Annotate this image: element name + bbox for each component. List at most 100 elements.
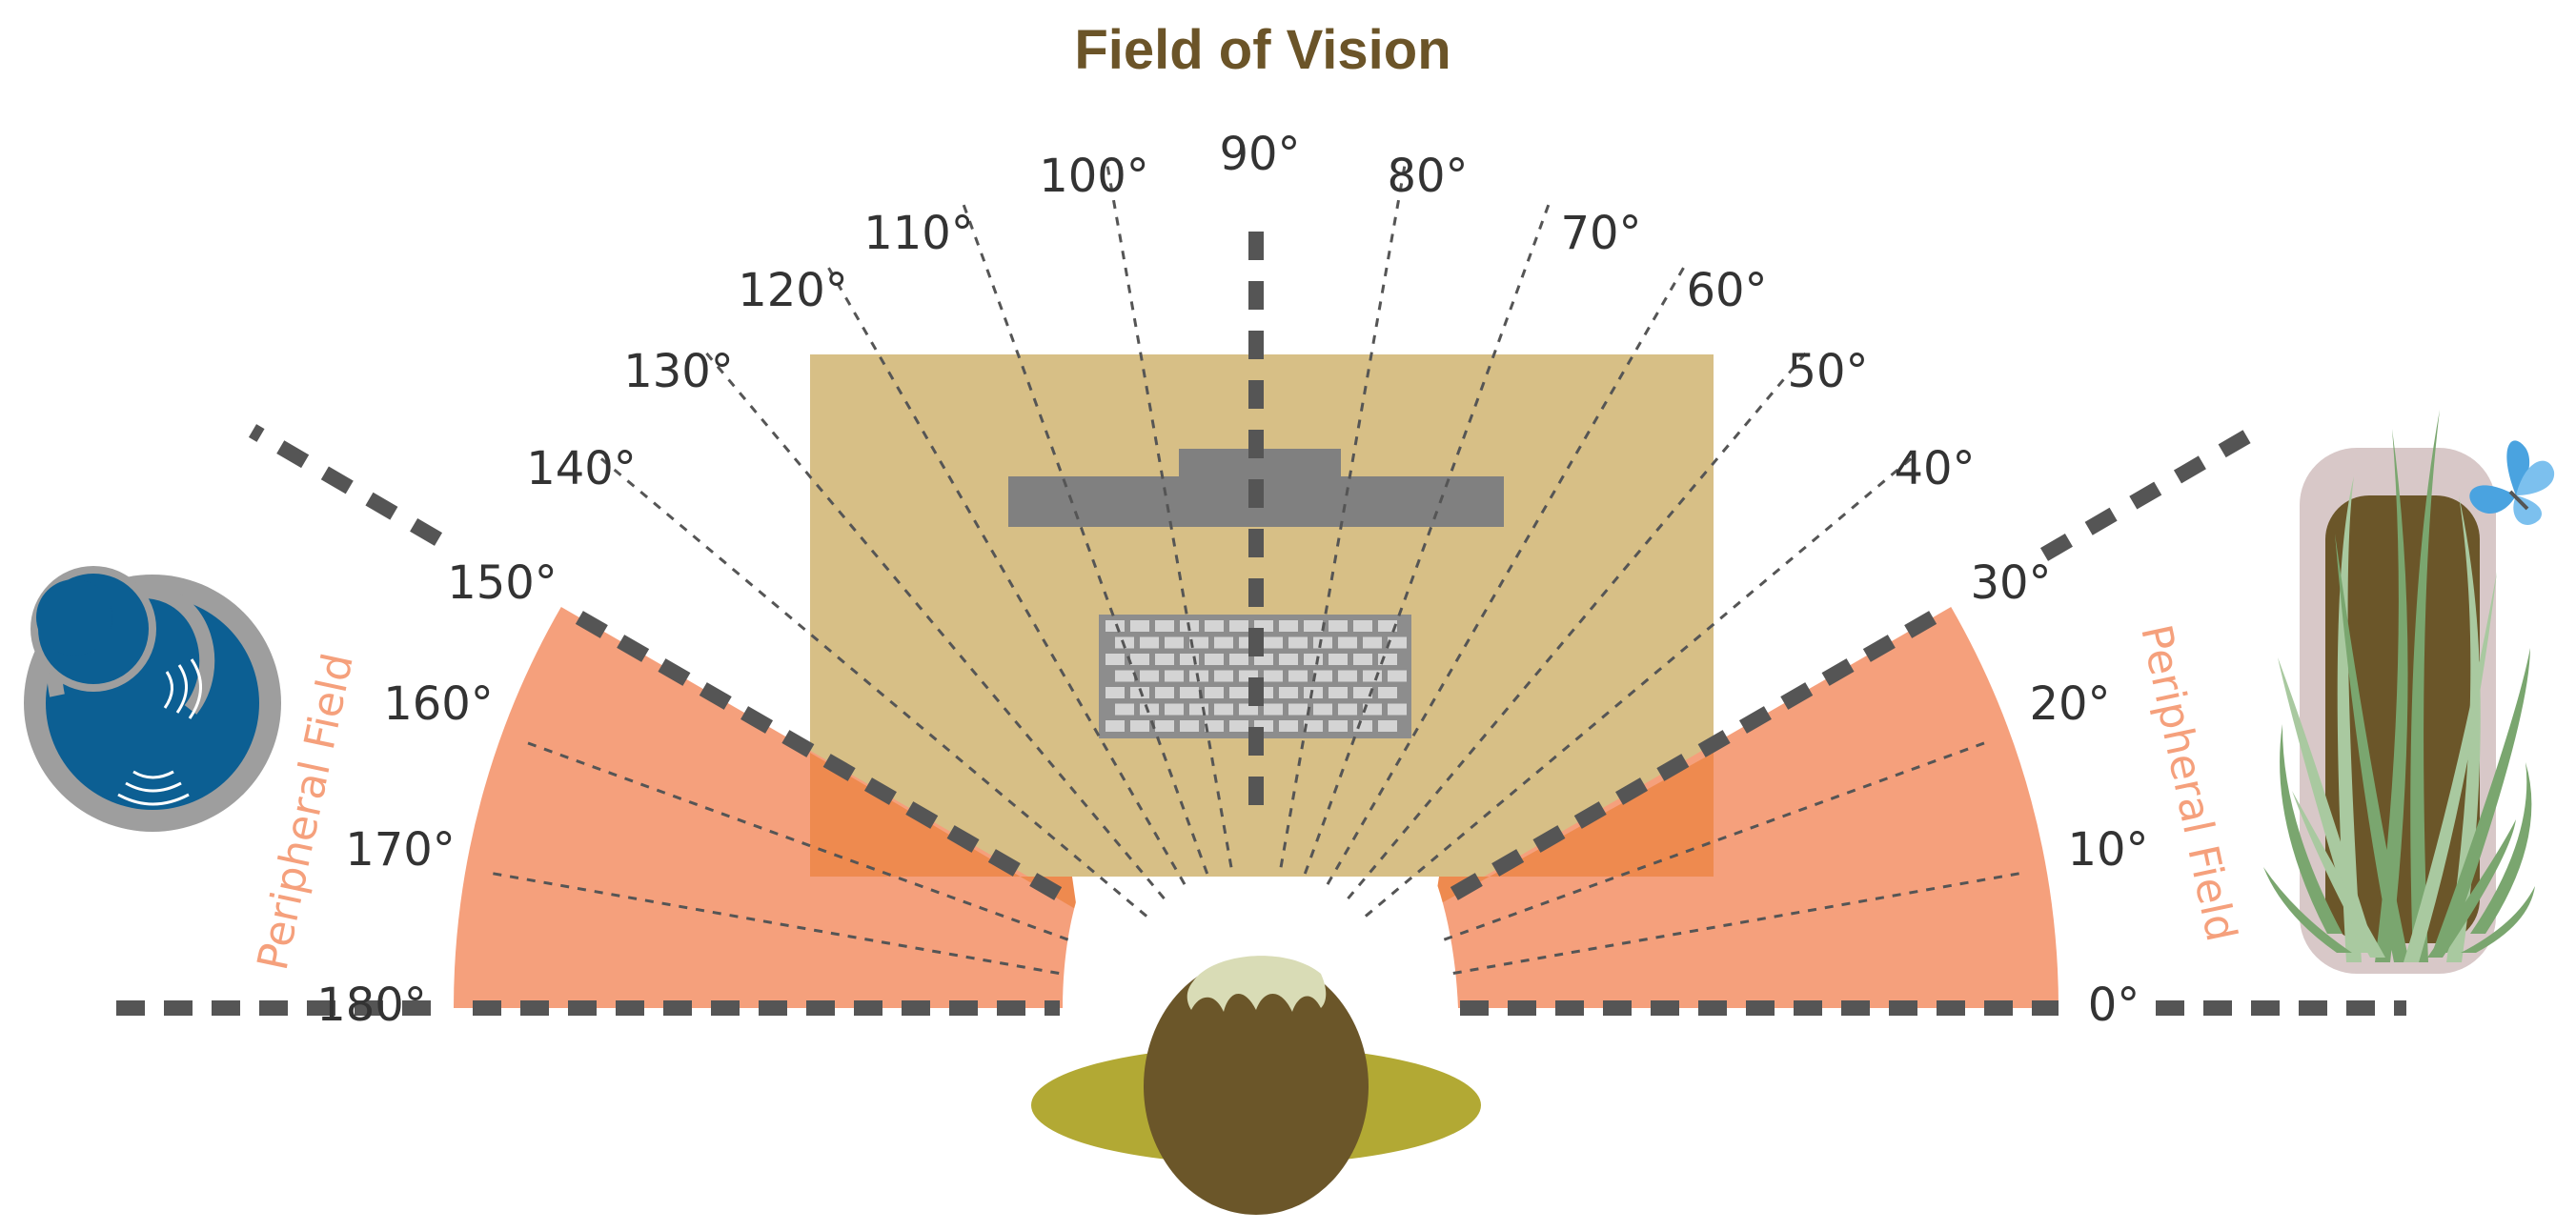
key [1279, 687, 1298, 698]
key [1165, 670, 1184, 682]
key [1105, 687, 1125, 698]
angle-label-150: 150° [447, 556, 558, 610]
hair [1187, 956, 1327, 1012]
key [1329, 687, 1348, 698]
key [1353, 654, 1372, 665]
angle-rays [116, 163, 2406, 1016]
ray-30-outer [2039, 420, 2268, 561]
key [1304, 687, 1323, 698]
angle-label-110: 110° [863, 207, 974, 260]
angle-labels: 0° 10° 20° 30° 40° 50° 60° 70° 80° 90° 100° 110° 120… [316, 128, 2148, 1032]
page-title: Field of Vision [1074, 19, 1450, 81]
key [1329, 620, 1348, 632]
key [1338, 703, 1357, 716]
key [1338, 636, 1357, 649]
key [1378, 687, 1397, 698]
angle-label-130: 130° [623, 345, 734, 398]
ray-20 [1443, 739, 1992, 941]
key [1264, 703, 1283, 716]
angle-label-20: 20° [2029, 677, 2110, 731]
key [1313, 636, 1332, 649]
key [1180, 687, 1199, 698]
key [1130, 720, 1149, 732]
key [1353, 720, 1372, 732]
key [1229, 720, 1248, 732]
key [1205, 720, 1224, 732]
angle-label-0: 0° [2088, 979, 2140, 1032]
key [1155, 654, 1174, 665]
head [1144, 958, 1369, 1215]
key [1264, 670, 1283, 682]
angle-label-50: 50° [1787, 345, 1868, 398]
grass-blade [2375, 429, 2408, 962]
key [1288, 636, 1308, 649]
key [1329, 720, 1348, 732]
head-icon [1031, 956, 1481, 1215]
key [1304, 620, 1323, 632]
grass-blade [2278, 657, 2376, 953]
key [1140, 636, 1159, 649]
butterfly-icon [2469, 440, 2555, 525]
angle-label-140: 140° [526, 442, 637, 495]
grass-blade [2470, 762, 2532, 934]
key [1388, 703, 1407, 716]
key [1313, 703, 1332, 716]
angle-label-70: 70° [1560, 207, 1641, 260]
grass [2263, 410, 2535, 962]
key [1363, 703, 1382, 716]
key [1363, 670, 1382, 682]
key [1239, 703, 1258, 716]
key [1229, 654, 1248, 665]
key [1279, 654, 1298, 665]
viewer-space [1063, 877, 1458, 1008]
key [1140, 670, 1159, 682]
key [1214, 636, 1233, 649]
key [1155, 620, 1174, 632]
angle-label-40: 40° [1894, 442, 1975, 495]
peripheral-label-right: Peripheral Field [2131, 620, 2245, 945]
ray-160 [520, 739, 1069, 941]
fountain-icon [24, 566, 281, 832]
ray-170 [486, 871, 1060, 976]
key [1115, 670, 1134, 682]
planter-icon [2263, 410, 2535, 974]
key [1130, 654, 1149, 665]
angle-label-90: 90° [1219, 128, 1300, 181]
key [1140, 703, 1159, 716]
key [1313, 670, 1332, 682]
key [1338, 670, 1357, 682]
angle-label-30: 30° [1970, 556, 2051, 610]
key [1279, 620, 1298, 632]
key [1353, 620, 1372, 632]
key [1214, 670, 1233, 682]
key [1378, 720, 1397, 732]
angle-label-80: 80° [1387, 150, 1468, 203]
key [1378, 620, 1397, 632]
angle-label-120: 120° [738, 264, 848, 317]
angle-label-170: 170° [345, 823, 456, 877]
key [1264, 636, 1283, 649]
key [1180, 720, 1199, 732]
key [1155, 720, 1174, 732]
key [1288, 670, 1308, 682]
grass-blade [2280, 724, 2343, 934]
key [1130, 620, 1149, 632]
key [1214, 703, 1233, 716]
key [1363, 636, 1382, 649]
angle-label-100: 100° [1039, 150, 1149, 203]
key [1229, 620, 1248, 632]
angle-label-10: 10° [2067, 823, 2148, 877]
key [1165, 703, 1184, 716]
key [1388, 670, 1407, 682]
angle-label-60: 60° [1686, 264, 1767, 317]
key [1388, 636, 1407, 649]
key [1353, 687, 1372, 698]
key [1189, 636, 1208, 649]
key [1205, 687, 1224, 698]
key [1105, 654, 1125, 665]
angle-label-180: 180° [316, 979, 427, 1032]
key [1205, 654, 1224, 665]
key [1205, 620, 1224, 632]
key [1115, 703, 1134, 716]
